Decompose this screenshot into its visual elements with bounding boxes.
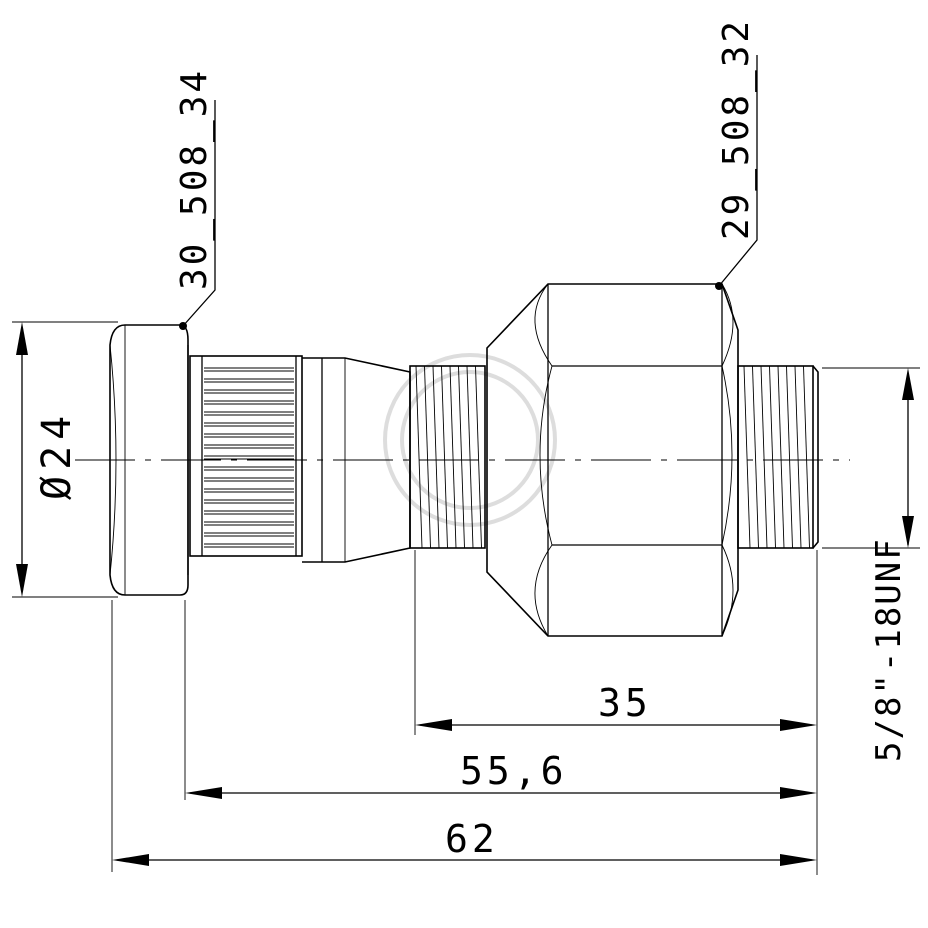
thread-crest [769, 365, 776, 549]
thread-crest [432, 365, 440, 549]
dim-55-6 [184, 600, 817, 800]
thread-crest [794, 365, 802, 549]
thread-label: 5/8"-18UNF [869, 537, 909, 762]
thread-crest [415, 365, 423, 549]
thread-crest [466, 365, 474, 549]
dim-thread [822, 367, 920, 549]
leader-left [179, 100, 216, 330]
knurled-body [189, 355, 303, 557]
thread-crest [777, 365, 785, 549]
hex-nut [486, 283, 739, 637]
thread-crest [752, 365, 759, 549]
left-thread [409, 365, 486, 549]
dim-diameter-24 [12, 321, 118, 598]
left-callout-label: 30_508_34 [174, 68, 215, 290]
dim-62-label: 62 [445, 817, 499, 861]
diameter-label: Ø24 [34, 410, 80, 500]
right-callout-label: 29_508_32 [716, 18, 757, 240]
leader-right [715, 55, 758, 290]
dim-62 [111, 600, 817, 872]
dim-55-6-label: 55,6 [460, 749, 568, 793]
thread-crest [743, 365, 751, 549]
thread-crest [786, 365, 793, 549]
dim-35 [414, 550, 818, 875]
right-thread [737, 365, 819, 549]
thread-crest [760, 365, 768, 549]
watermark-logo [383, 353, 557, 527]
thread-crest [424, 365, 431, 549]
thread-crest [475, 365, 482, 549]
thread-crest [458, 365, 465, 549]
thread-crest [441, 365, 448, 549]
dim-35-label: 35 [598, 681, 652, 725]
thread-crest [803, 365, 810, 549]
head-flange [109, 324, 189, 596]
thread-crest [449, 365, 457, 549]
